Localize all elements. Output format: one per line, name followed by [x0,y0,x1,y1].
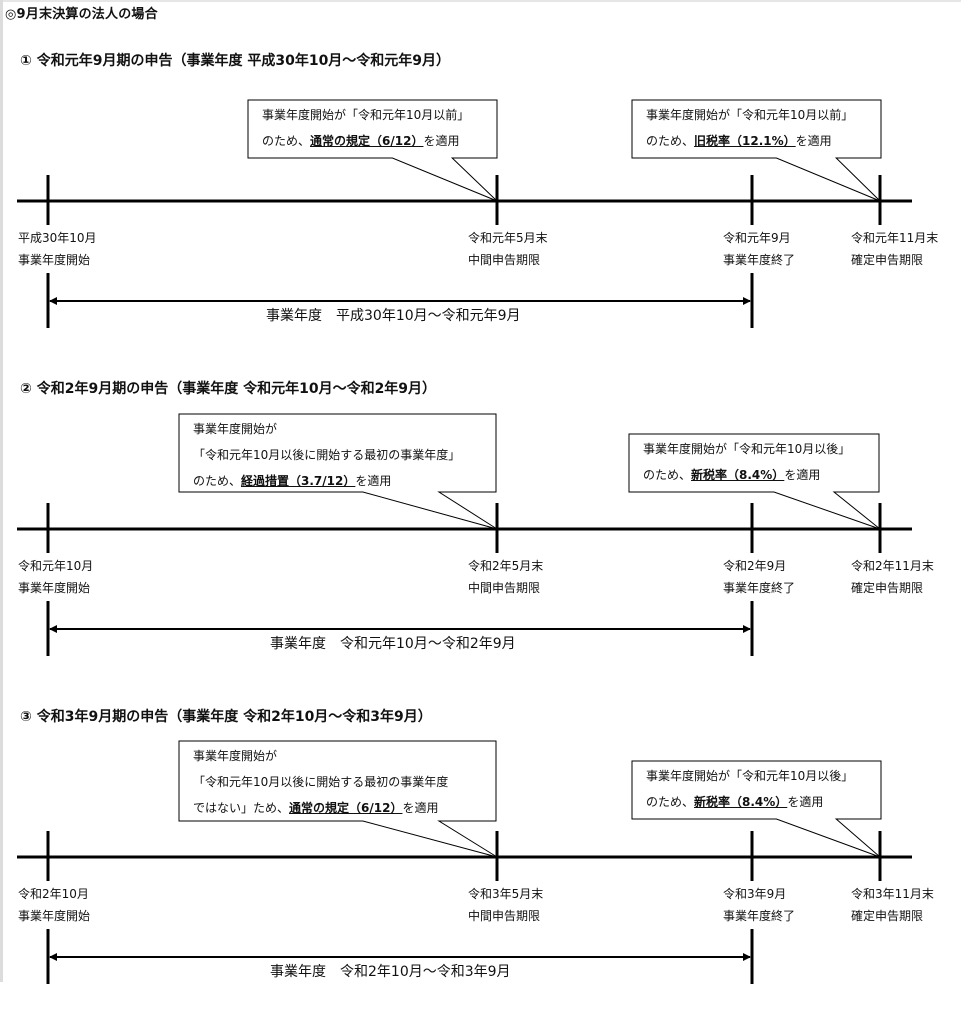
callout-line: 事業年度開始が「令和元年10月以後」 [643,442,851,456]
callout-emphasis: 旧税率（12.1%） [694,134,796,148]
callout-prefix: のため、 [193,474,242,488]
timeline-graphic [17,740,912,984]
milestone-fy-end: 令和元年9月事業年度終了 [723,227,795,271]
milestone-fy-end: 令和3年9月事業年度終了 [723,883,795,927]
callout-box-interim [247,99,498,202]
callout-prefix: のため、 [262,134,311,148]
fiscal-year-span-label: 事業年度 令和2年10月～令和3年9月 [270,964,511,980]
callout-suffix: を適用 [423,134,460,148]
timeline-graphic [17,413,912,656]
milestone-event: 事業年度終了 [723,253,796,267]
section-title: ① 令和元年9月期の申告（事業年度 平成30年10月～令和元年9月） [20,53,451,69]
callout-suffix: を適用 [784,468,821,482]
milestone-date: 令和2年10月 [18,887,89,901]
milestone-final-deadline: 令和元年11月末確定申告期限 [851,227,938,271]
milestone-date: 令和元年10月 [18,559,94,573]
callout-line: 事業年度開始が「令和元年10月以前」 [262,108,470,122]
callout-interim-text: 事業年度開始が「令和元年10月以前」のため、通常の規定（6/12）を適用 [248,102,497,154]
section-title: ③ 令和3年9月期の申告（事業年度 令和2年10月～令和3年9月） [20,709,432,725]
milestone-date: 令和2年9月 [723,559,787,573]
milestone-fy-start: 令和2年10月事業年度開始 [18,883,90,927]
timeline-section: ② 令和2年9月期の申告（事業年度 令和元年10月～令和2年9月） 事業年度開始が… [0,378,961,708]
milestone-date: 平成30年10月 [18,231,97,245]
callout-line: 事業年度開始が「令和元年10月以前」 [646,108,854,122]
callout-emphasis: 新税率（8.4%） [694,795,788,809]
milestone-event: 事業年度開始 [18,253,91,267]
callout-line: のため、通常の規定（6/12）を適用 [262,128,497,154]
callout-line: のため、新税率（8.4%）を適用 [643,462,879,488]
milestone-fy-end: 令和2年9月事業年度終了 [723,555,795,599]
callout-suffix: を適用 [402,801,439,815]
page-title: ◎9月末決算の法人の場合 [5,7,158,22]
milestone-event: 事業年度開始 [18,581,91,595]
milestone-event: 中間申告期限 [468,253,541,267]
callout-box-final [631,760,882,858]
page-top-border [0,0,961,2]
section-title: ② 令和2年9月期の申告（事業年度 令和元年10月～令和2年9月） [20,381,437,397]
callout-line: のため、経過措置（3.7/12）を適用 [193,468,496,494]
callout-suffix: を適用 [787,795,824,809]
milestone-date: 令和3年9月 [723,887,787,901]
milestone-date: 令和元年5月末 [468,231,548,245]
milestone-date: 令和元年11月末 [851,231,939,245]
callout-line: 「令和元年10月以後に開始する最初の事業年度」 [193,448,461,462]
callout-box-interim [178,413,498,530]
fiscal-year-span-label: 事業年度 平成30年10月～令和元年9月 [266,308,521,324]
callout-line: 「令和元年10月以後に開始する最初の事業年度 [193,775,449,789]
callout-line: のため、新税率（8.4%）を適用 [646,789,881,815]
callout-prefix: ではない」ため、 [193,801,290,815]
milestone-event: 確定申告期限 [851,581,924,595]
callout-suffix: を適用 [795,134,832,148]
callout-interim-text: 事業年度開始が「令和元年10月以後に開始する最初の事業年度ではない」ため、通常の… [179,743,496,821]
milestone-event: 中間申告期限 [468,581,541,595]
milestone-fy-start: 令和元年10月事業年度開始 [18,555,93,599]
callout-emphasis: 通常の規定（6/12） [310,134,424,148]
callout-emphasis: 経過措置（3.7/12） [241,474,356,488]
milestone-date: 令和3年11月末 [851,887,934,901]
timeline-graphic [17,99,912,328]
callout-box-interim [178,740,498,858]
callout-final-text: 事業年度開始が「令和元年10月以後」のため、新税率（8.4%）を適用 [629,436,879,488]
callout-line: 事業年度開始が「令和元年10月以後」 [646,769,854,783]
callout-line: ではない」ため、通常の規定（6/12）を適用 [193,795,496,821]
milestone-final-deadline: 令和3年11月末確定申告期限 [851,883,934,927]
callout-emphasis: 新税率（8.4%） [691,468,785,482]
callout-emphasis: 通常の規定（6/12） [289,801,403,815]
milestone-event: 中間申告期限 [468,909,541,923]
milestone-interim-deadline: 令和2年5月末中間申告期限 [468,555,543,599]
callout-line: 事業年度開始が [193,749,278,763]
milestone-event: 事業年度終了 [723,581,796,595]
fiscal-year-span-label: 事業年度 令和元年10月～令和2年9月 [270,636,516,652]
callout-box-final [631,99,882,202]
milestone-event: 確定申告期限 [851,909,924,923]
callout-prefix: のため、 [643,468,692,482]
timeline-section: ③ 令和3年9月期の申告（事業年度 令和2年10月～令和3年9月） 事業年度開始が… [0,706,961,1036]
milestone-event: 確定申告期限 [851,253,924,267]
milestone-date: 令和2年11月末 [851,559,934,573]
milestone-event: 事業年度終了 [723,909,796,923]
callout-final-text: 事業年度開始が「令和元年10月以前」のため、旧税率（12.1%）を適用 [632,102,881,154]
timeline-section: ① 令和元年9月期の申告（事業年度 平成30年10月～令和元年9月） 事業年度開始… [0,50,961,380]
callout-prefix: のため、 [646,795,695,809]
milestone-interim-deadline: 令和元年5月末中間申告期限 [468,227,548,271]
milestone-date: 令和3年5月末 [468,887,544,901]
callout-line: 事業年度開始が [193,422,278,436]
callout-final-text: 事業年度開始が「令和元年10月以後」のため、新税率（8.4%）を適用 [632,763,881,815]
callout-box-final [628,433,881,530]
milestone-final-deadline: 令和2年11月末確定申告期限 [851,555,934,599]
milestone-interim-deadline: 令和3年5月末中間申告期限 [468,883,543,927]
milestone-date: 令和元年9月 [723,231,791,245]
callout-interim-text: 事業年度開始が「令和元年10月以後に開始する最初の事業年度」のため、経過措置（3… [179,416,496,494]
milestone-date: 令和2年5月末 [468,559,544,573]
callout-line: のため、旧税率（12.1%）を適用 [646,128,881,154]
callout-prefix: のため、 [646,134,695,148]
page-left-border [0,0,3,982]
milestone-event: 事業年度開始 [18,909,91,923]
milestone-fy-start: 平成30年10月事業年度開始 [18,227,97,271]
callout-suffix: を適用 [355,474,392,488]
